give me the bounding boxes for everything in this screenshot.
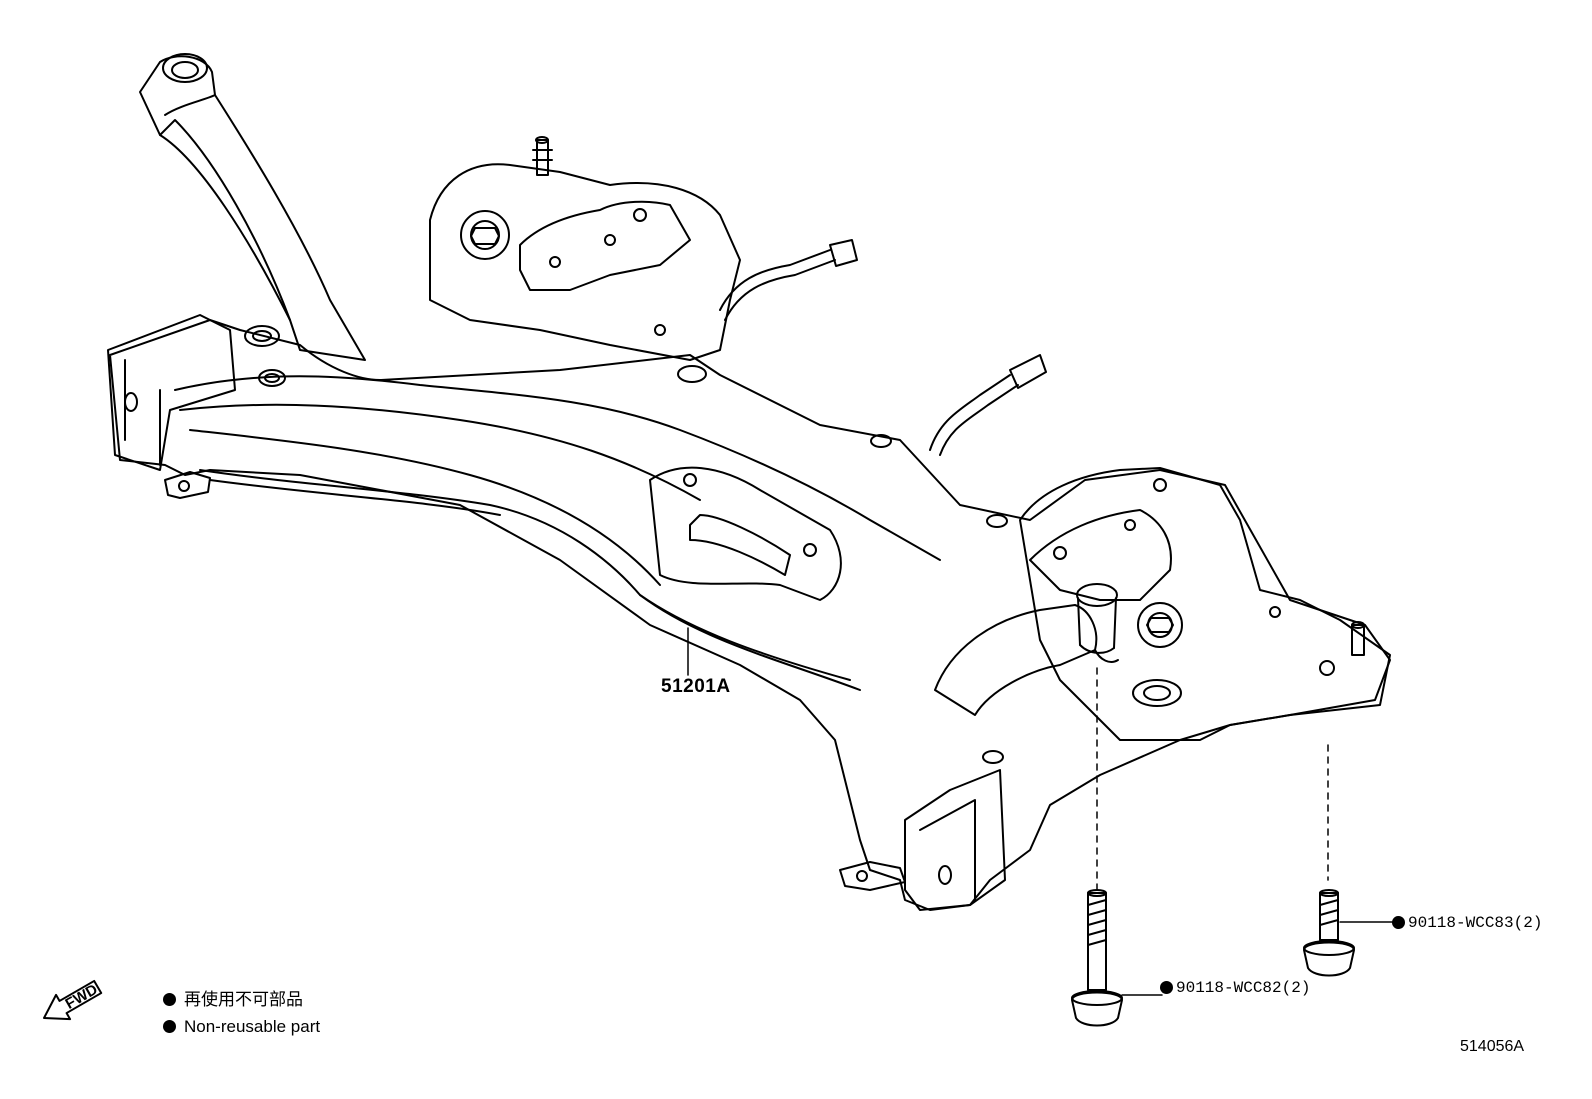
legend: 再使用不可部品 Non-reusable part [163,986,320,1040]
bolt-a-number: 90118-WCC82 [1176,979,1282,997]
bolt-a-qty: (2) [1281,979,1311,997]
non-reusable-dot-icon [1392,916,1405,929]
legend-dot-icon [163,1020,176,1033]
legend-en-text: Non-reusable part [184,1017,321,1036]
legend-row-jp: 再使用不可部品 [163,986,320,1013]
rear-left-housing [429,136,741,361]
legend-dot-icon [163,993,176,1006]
bolt-b-number: 90118-WCC83 [1408,914,1514,932]
bolt-alignment-lines [1096,667,1329,891]
bolt-90118-WCC83 [1303,889,1393,977]
part-label-51201A[interactable]: 51201A [661,676,731,697]
bolt-b-qty: (2) [1513,914,1543,932]
brake-line-tubes [719,239,1047,456]
callout-bolt-a[interactable]: 90118-WCC82(2) [1160,979,1310,997]
legend-row-en: Non-reusable part [163,1013,320,1040]
cross-beam [107,314,1391,911]
left-tower-arm [139,53,366,361]
non-reusable-dot-icon [1160,981,1173,994]
diagram-id: 514056A [1460,1038,1525,1055]
bolt-90118-WCC82 [1071,889,1163,1027]
fwd-arrow-icon: FWD [43,979,103,1021]
front-right-housing [677,365,1391,911]
callout-bolt-b[interactable]: 90118-WCC83(2) [1392,914,1542,932]
legend-jp-text: 再使用不可部品 [184,990,303,1009]
